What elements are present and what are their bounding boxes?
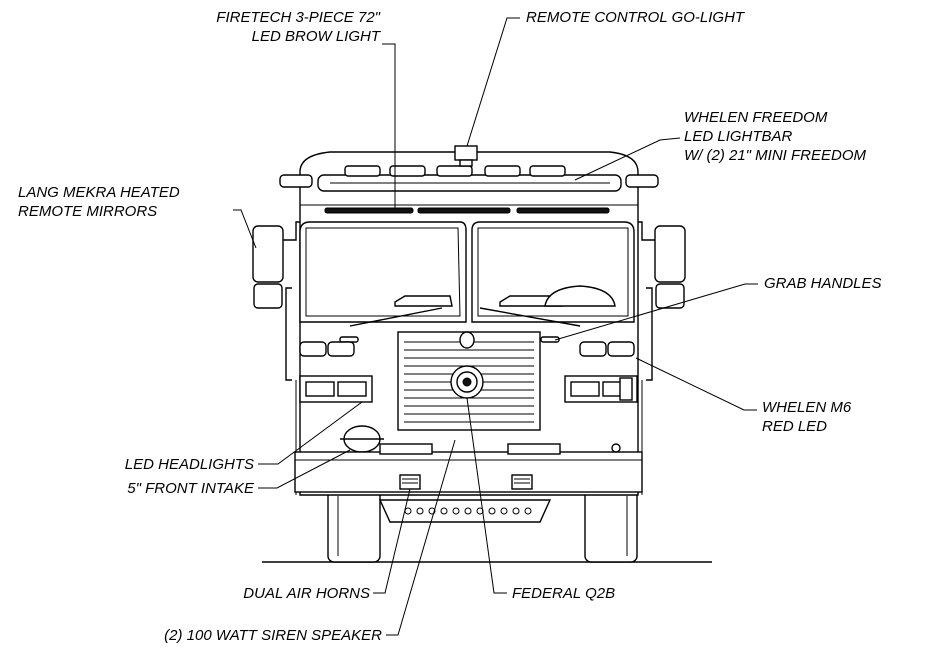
lightbar-drawing xyxy=(279,165,659,192)
leader-go-light xyxy=(466,17,520,147)
leader-siren-speaker xyxy=(386,439,456,636)
callout-lightbar: WHELEN FREEDOM LED LIGHTBAR W/ (2) 21" M… xyxy=(684,108,866,165)
brow-light-drawing xyxy=(324,207,610,214)
mirrors-drawing xyxy=(252,221,686,309)
callout-lightbar-line3: W/ (2) 21" MINI FREEDOM xyxy=(684,147,866,164)
callout-federal: FEDERAL Q2B xyxy=(512,584,615,603)
leader-federal xyxy=(466,397,507,594)
callout-m6-red-line1: WHELEN M6 xyxy=(762,399,852,416)
callout-air-horns-text: DUAL AIR HORNS xyxy=(243,585,370,602)
go-light-drawing xyxy=(454,145,478,167)
callout-grab-handles: GRAB HANDLES xyxy=(764,274,882,293)
leader-lines xyxy=(233,17,758,636)
callout-mirrors-line1: LANG MEKRA HEATED xyxy=(18,184,180,201)
callout-mirrors-line2: REMOTE MIRRORS xyxy=(18,203,158,220)
callout-lightbar-line2: LED LIGHTBAR xyxy=(684,128,793,145)
front-intake-drawing xyxy=(340,425,384,453)
siren-drawing xyxy=(450,365,484,399)
leader-intake xyxy=(258,449,351,489)
wipers xyxy=(349,307,581,327)
leader-air-horns xyxy=(373,488,411,594)
dash-items xyxy=(394,285,616,307)
leader-lightbar xyxy=(574,137,681,181)
leader-mirrors xyxy=(233,209,257,249)
callout-siren-speaker: (2) 100 WATT SIREN SPEAKER xyxy=(60,626,382,645)
callout-go-light-text: REMOTE CONTROL GO-LIGHT xyxy=(526,9,745,26)
leader-grab-handles xyxy=(554,283,758,341)
leader-brow-light xyxy=(382,43,396,208)
callout-federal-text: FEDERAL Q2B xyxy=(512,585,616,602)
bumper-drawing xyxy=(294,443,643,493)
lower-valance-drawing xyxy=(378,499,552,523)
callout-brow-light-line1: FIRETECH 3-PIECE 72" xyxy=(216,9,380,26)
headlights-drawing xyxy=(299,375,638,403)
callout-front-intake-text: 5" FRONT INTAKE xyxy=(127,480,254,497)
leader-m6 xyxy=(635,357,757,411)
air-horns-drawing xyxy=(399,474,533,490)
callout-headlights: LED HEADLIGHTS xyxy=(20,455,254,474)
callout-m6-red: WHELEN M6 RED LED xyxy=(762,398,851,436)
callout-front-intake: 5" FRONT INTAKE xyxy=(20,479,254,498)
tires xyxy=(327,489,638,563)
callout-brow-light: FIRETECH 3-PIECE 72" LED BROW LIGHT xyxy=(140,8,380,46)
callout-go-light: REMOTE CONTROL GO-LIGHT xyxy=(526,8,744,27)
callout-headlights-text: LED HEADLIGHTS xyxy=(124,456,254,473)
callout-m6-red-line2: RED LED xyxy=(762,418,828,435)
grab-handles-drawing xyxy=(285,287,653,381)
callout-air-horns: DUAL AIR HORNS xyxy=(120,584,370,603)
m6-lights-drawing xyxy=(299,341,635,357)
callout-lightbar-line1: WHELEN FREEDOM xyxy=(684,109,828,126)
callout-grab-handles-text: GRAB HANDLES xyxy=(764,275,882,292)
callout-brow-light-line2: LED BROW LIGHT xyxy=(251,28,380,45)
leader-headlights xyxy=(258,401,363,465)
callout-mirrors: LANG MEKRA HEATED REMOTE MIRRORS xyxy=(18,183,180,221)
callout-siren-speaker-text: (2) 100 WATT SIREN SPEAKER xyxy=(164,627,382,644)
